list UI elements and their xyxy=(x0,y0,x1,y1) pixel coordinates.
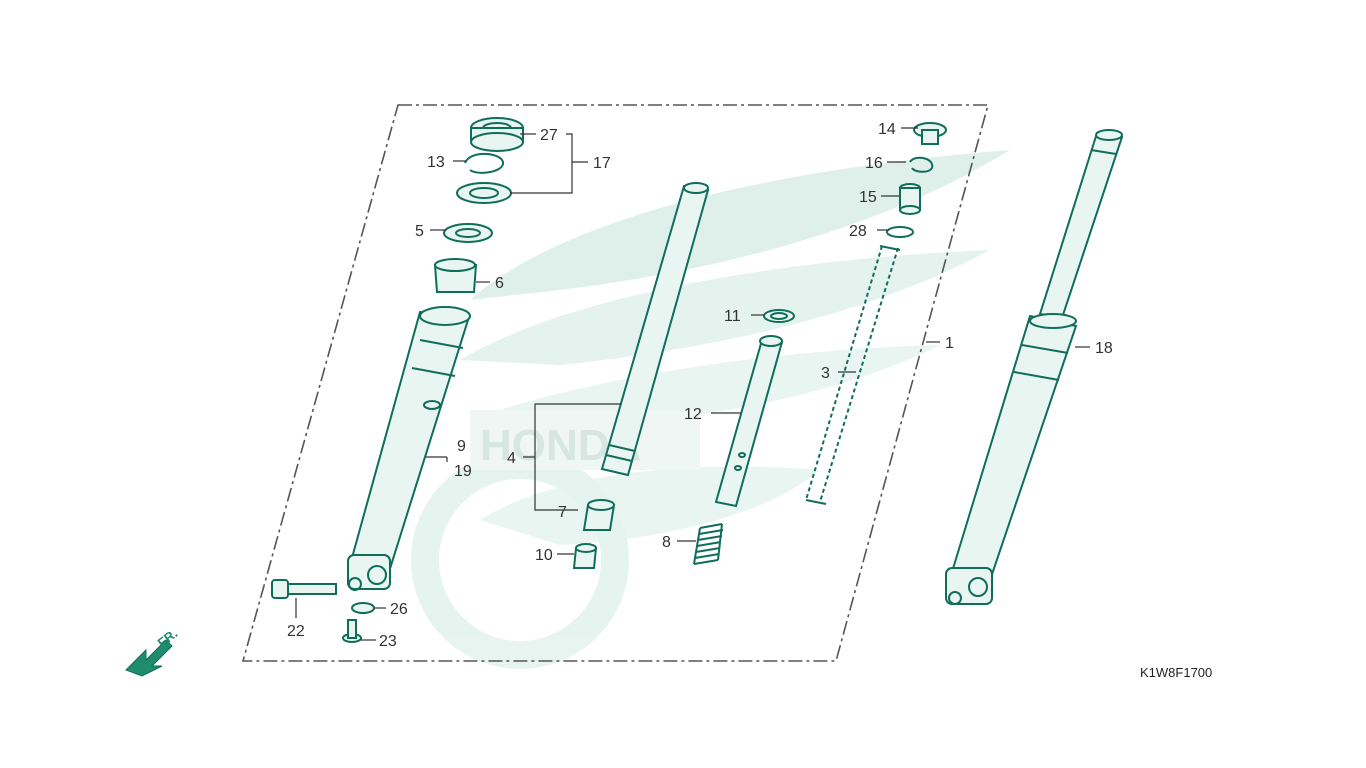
callout-26: 26 xyxy=(390,601,408,618)
callout-7: 7 xyxy=(558,504,567,521)
callout-18: 18 xyxy=(1095,340,1113,357)
bottom-fasteners xyxy=(271,579,375,643)
callout-14: 14 xyxy=(878,121,896,138)
callout-19: 19 xyxy=(454,463,472,480)
callout-8: 8 xyxy=(662,534,671,551)
callout-12: 12 xyxy=(684,406,702,423)
diagram-code: K1W8F1700 xyxy=(1140,665,1212,680)
callout-28: 28 xyxy=(849,223,867,240)
front-marker-label: FR. xyxy=(155,626,181,651)
rebound-spring xyxy=(693,523,724,565)
callout-23: 23 xyxy=(379,633,397,650)
fork-assembly-complete xyxy=(945,129,1124,605)
callout-1: 1 xyxy=(945,335,954,352)
top-parts xyxy=(886,122,947,238)
callout-11: 11 xyxy=(724,308,741,325)
honda-wing-watermark: HONDA xyxy=(411,150,1010,669)
fork-pipe xyxy=(600,182,710,477)
leader-lines xyxy=(295,127,1090,641)
callout-9: 9 xyxy=(457,438,466,455)
callout-13: 13 xyxy=(427,154,445,171)
callout-10: 10 xyxy=(535,547,553,564)
fork-bushing xyxy=(572,499,616,569)
callout-16: 16 xyxy=(865,155,883,172)
fork-slider-left xyxy=(347,306,471,591)
callout-6: 6 xyxy=(495,275,504,292)
front-direction-arrow-icon: FR. xyxy=(125,626,181,677)
callout-4: 4 xyxy=(507,450,516,467)
callout-17: 17 xyxy=(593,155,611,172)
callout-22: 22 xyxy=(287,623,305,640)
callout-5: 5 xyxy=(415,223,424,240)
assembly-frame xyxy=(241,104,990,662)
fork-spring xyxy=(805,245,901,505)
damper-rod xyxy=(714,309,795,508)
callout-27: 27 xyxy=(540,127,558,144)
callout-15: 15 xyxy=(859,189,877,206)
callout-3: 3 xyxy=(821,365,830,382)
oil-seal-set xyxy=(433,117,524,293)
